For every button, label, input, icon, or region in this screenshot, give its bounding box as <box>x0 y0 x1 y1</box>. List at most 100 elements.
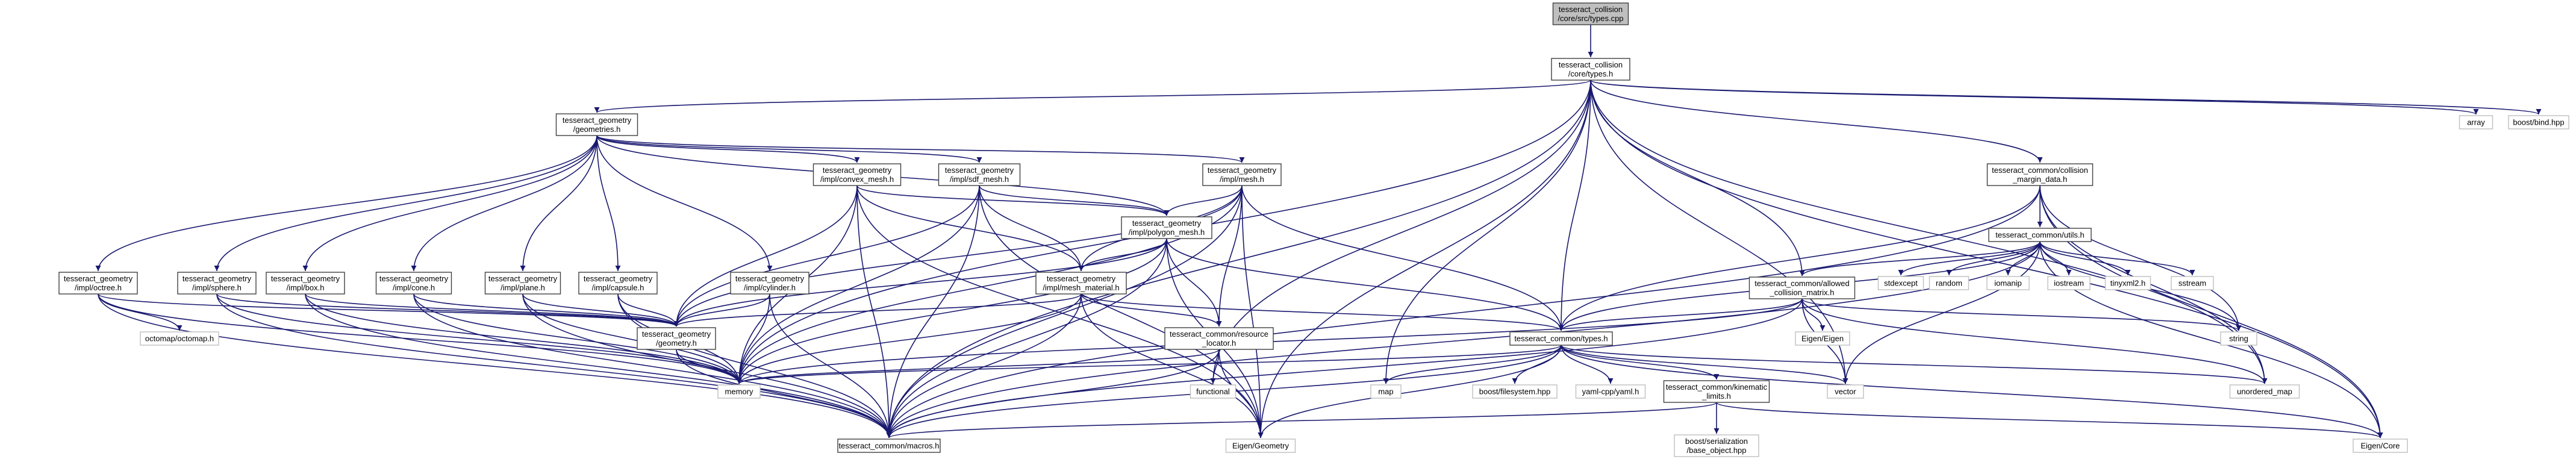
node-stdexcept: stdexcept <box>1877 276 1924 290</box>
edge-collision-margin-data-h-to-macros-h <box>886 185 2041 439</box>
edge-sdf-mesh-h-to-mesh-material-h <box>979 185 1084 272</box>
node-box-h[interactable]: tesseract_geometry/impl/box.h <box>266 272 345 295</box>
node-octree-h[interactable]: tesseract_geometry/impl/octree.h <box>58 272 138 295</box>
node-core-types-cpp[interactable]: tesseract_collision/core/src/types.cpp <box>1552 2 1629 25</box>
node-allowed-collision-matrix-h[interactable]: tesseract_common/allowed_collision_matri… <box>1748 276 1856 299</box>
edge-resource-locator-h-to-memory <box>736 349 1220 384</box>
node-collision-margin-data-h[interactable]: tesseract_common/collision_margin_data.h <box>1986 163 2094 186</box>
edge-resource-locator-h-to-eigen-geometry <box>1218 349 1264 439</box>
node-label: /impl/convex_mesh.h <box>820 175 894 184</box>
node-boost-serialization: boost/serialization/base_object.hpp <box>1674 434 1759 457</box>
edge-polygon-mesh-h-to-common-types-h <box>1166 238 1564 331</box>
node-cylinder-h[interactable]: tesseract_geometry/impl/cylinder.h <box>730 272 809 295</box>
node-box <box>1121 216 1212 239</box>
node-box <box>1986 276 2030 290</box>
edge-cylinder-h-to-geometry-h <box>673 293 770 327</box>
edge-common-types-h-to-vector <box>1561 345 1848 384</box>
node-label: tesseract_geometry <box>1047 274 1116 283</box>
node-label: tesseract_geometry <box>488 274 558 283</box>
node-box <box>1370 384 1402 399</box>
node-label: /impl/octree.h <box>75 283 122 292</box>
node-box <box>1795 331 1850 346</box>
edge-allowed-collision-matrix-h-to-string <box>1801 298 2242 331</box>
node-box <box>1748 276 1856 299</box>
edge-collision-margin-data-h-to-unordered-map <box>2039 185 2268 384</box>
node-geometries-h[interactable]: tesseract_geometry/geometries.h <box>555 113 638 136</box>
node-core-types-h[interactable]: tesseract_collision/core/types.h <box>1551 58 1630 81</box>
node-macros-h[interactable]: tesseract_common/macros.h <box>837 439 941 453</box>
node-mesh-h[interactable]: tesseract_geometry/impl/mesh.h <box>1202 163 1282 186</box>
edge-cone-h-to-geometry-h <box>413 293 679 327</box>
node-common-types-h[interactable]: tesseract_common/types.h <box>1509 331 1613 346</box>
node-label: /core/src/types.cpp <box>1558 14 1623 23</box>
node-capsule-h[interactable]: tesseract_geometry/impl/capsule.h <box>578 272 658 295</box>
node-label: sstream <box>2178 279 2206 288</box>
node-label: array <box>2467 118 2485 127</box>
node-iomanip: iomanip <box>1986 276 2030 290</box>
node-label: /impl/mesh.h <box>1220 175 1264 184</box>
edge-kinematic-limits-h-to-macros-h <box>886 402 1717 439</box>
node-box <box>1877 276 1924 290</box>
edge-polygon-mesh-h-to-mesh-material-h <box>1078 238 1167 272</box>
node-label: map <box>1378 387 1393 396</box>
node-cone-h[interactable]: tesseract_geometry/impl/cone.h <box>375 272 452 295</box>
node-sdf-mesh-h[interactable]: tesseract_geometry/impl/sdf_mesh.h <box>938 163 1021 186</box>
node-label: tesseract_common/utils.h <box>1995 231 2084 240</box>
node-box <box>717 384 761 399</box>
edge-utils-h-to-eigen-core <box>2039 241 2383 439</box>
node-box <box>1663 380 1770 403</box>
edge-common-types-h-to-eigen-core <box>1561 345 2383 439</box>
edge-mesh-h-to-geometry-h <box>673 185 1243 327</box>
node-box <box>1552 2 1629 25</box>
node-geometry-h[interactable]: tesseract_geometry/geometry.h <box>637 327 716 350</box>
node-label: /impl/mesh_material.h <box>1043 283 1119 292</box>
edge-core-types-h-to-map <box>1383 80 1591 384</box>
node-box <box>2047 276 2091 290</box>
node-box <box>555 113 638 136</box>
node-label: _margin_data.h <box>2012 175 2067 184</box>
node-utils-h[interactable]: tesseract_common/utils.h <box>1988 228 2092 242</box>
node-label: stdexcept <box>1884 279 1918 288</box>
node-box <box>1827 384 1864 399</box>
node-box <box>812 163 902 186</box>
node-mesh-material-h[interactable]: tesseract_geometry/impl/mesh_material.h <box>1035 272 1127 295</box>
node-label: Eigen/Geometry <box>1232 442 1289 451</box>
node-label: /impl/box.h <box>287 283 325 292</box>
node-kinematic-limits-h[interactable]: tesseract_common/kinematic_limits.h <box>1663 380 1770 403</box>
node-resource-locator-h[interactable]: tesseract_common/resource_locator.h <box>1164 327 1274 350</box>
node-boost-filesystem: boost/filesystem.hpp <box>1472 384 1558 399</box>
edge-utils-h-to-sstream <box>2039 241 2195 276</box>
edge-sphere-h-to-macros-h <box>216 293 892 439</box>
edge-common-types-h-to-yaml-cpp <box>1561 345 1614 384</box>
node-box <box>1929 276 1969 290</box>
edge-mesh-material-h-to-common-types-h <box>1081 293 1564 331</box>
node-yaml-cpp: yaml-cpp/yaml.h <box>1575 384 1646 399</box>
edge-mesh-material-h-to-memory <box>736 293 1082 384</box>
edge-mesh-h-to-eigen-geometry <box>1241 185 1264 439</box>
node-plane-h[interactable]: tesseract_geometry/impl/plane.h <box>484 272 561 295</box>
edge-mesh-h-to-resource-locator-h <box>1216 185 1243 327</box>
node-label: /core/types.h <box>1568 69 1613 78</box>
node-box <box>578 272 658 295</box>
edge-allowed-collision-matrix-h-to-macros-h <box>886 298 1803 439</box>
node-label: tesseract_geometry <box>735 274 805 283</box>
edge-geometries-h-to-cylinder-h <box>596 135 773 272</box>
edge-box-h-to-geometry-h <box>305 293 679 327</box>
node-label: vector <box>1835 387 1856 396</box>
node-box <box>1509 331 1613 346</box>
node-convex-mesh-h[interactable]: tesseract_geometry/impl/convex_mesh.h <box>812 163 902 186</box>
edge-core-types-h-to-unordered-map <box>1590 80 2268 384</box>
node-polygon-mesh-h[interactable]: tesseract_geometry/impl/polygon_mesh.h <box>1121 216 1212 239</box>
node-box <box>938 163 1021 186</box>
edge-allowed-collision-matrix-h-to-eigen-eigen <box>1801 298 1826 331</box>
edge-geometries-h-to-convex-mesh-h <box>596 135 860 163</box>
node-eigen-geometry: Eigen/Geometry <box>1225 439 1296 453</box>
node-sphere-h[interactable]: tesseract_geometry/impl/sphere.h <box>177 272 257 295</box>
node-label: unordered_map <box>2237 387 2292 396</box>
node-box <box>1472 384 1558 399</box>
node-label: /base_object.hpp <box>1686 446 1746 455</box>
node-map: map <box>1370 384 1402 399</box>
node-octomap-h: octomap/octomap.h <box>140 331 219 346</box>
edge-convex-mesh-h-to-polygon-mesh-h <box>856 185 1170 216</box>
